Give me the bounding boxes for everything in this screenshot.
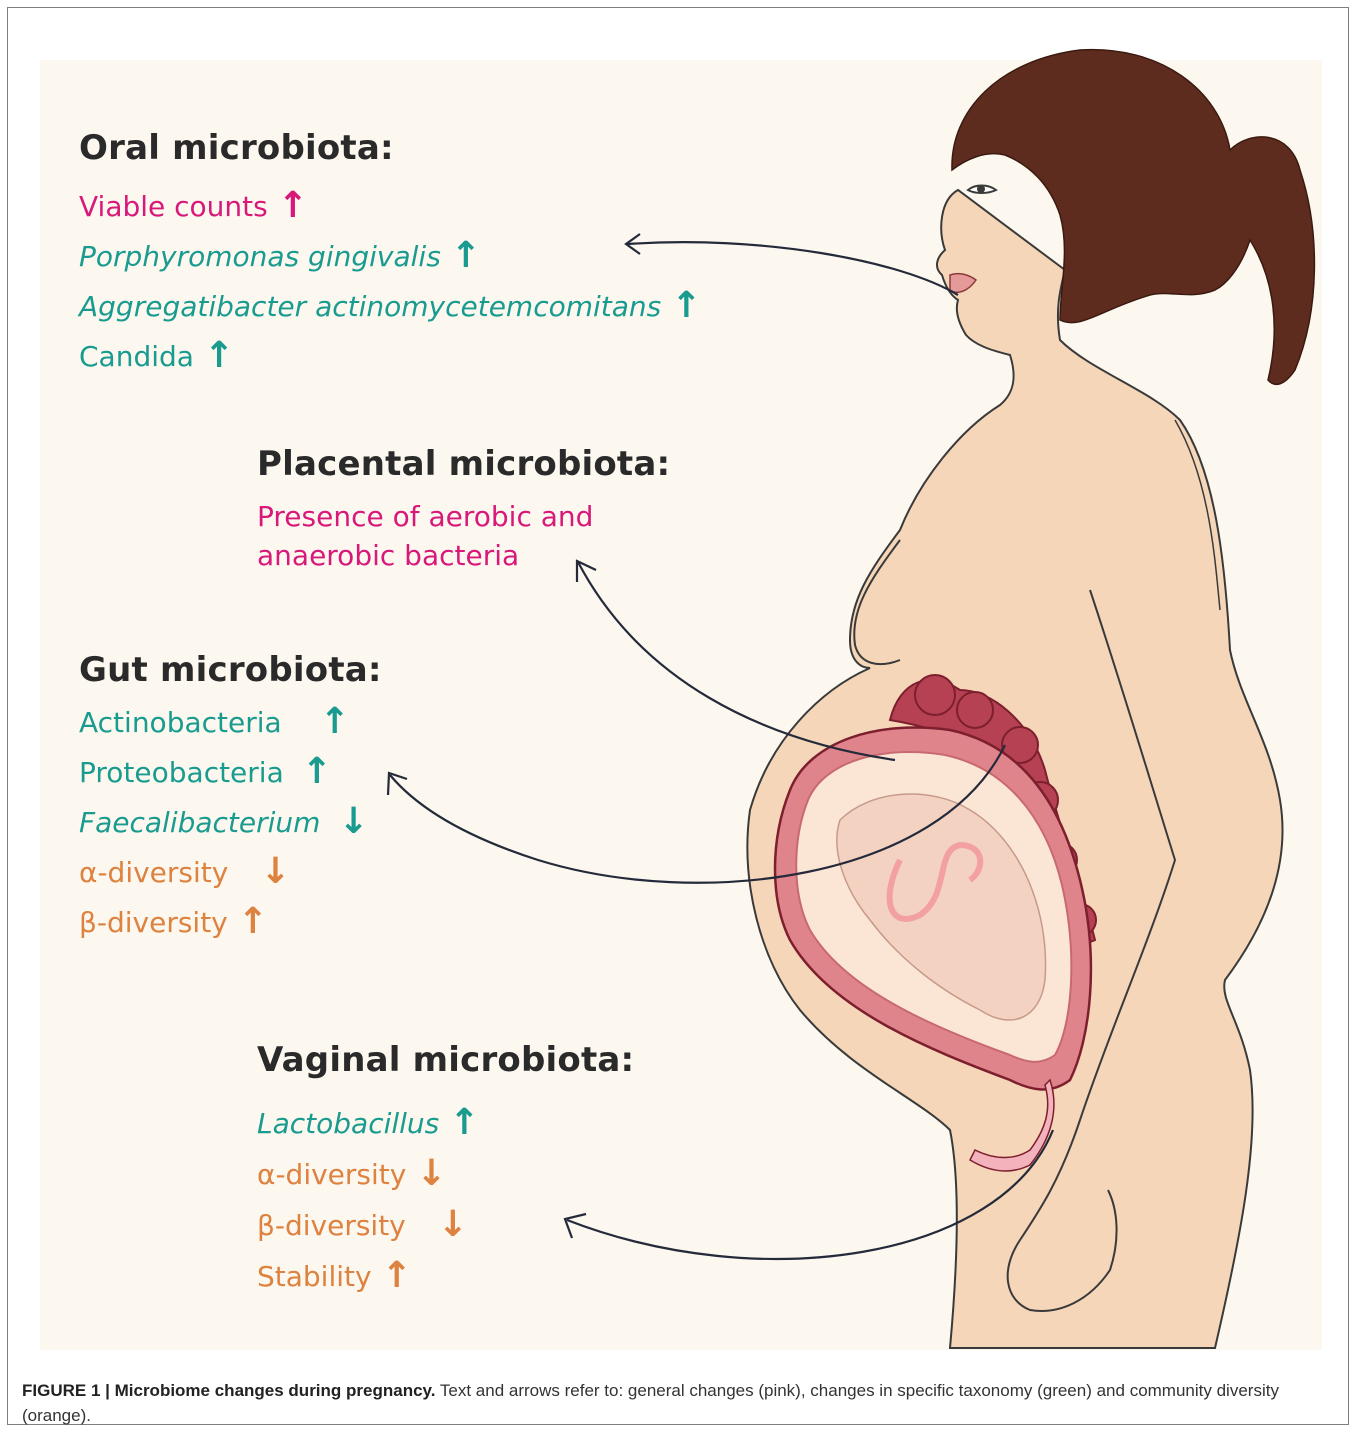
oral-heading: Oral microbiota:: [79, 128, 394, 168]
gut-item: Faecalibacterium ↓: [79, 804, 369, 840]
gut-item-label: Proteobacteria: [79, 756, 284, 789]
gut-item: Proteobacteria ↑: [79, 754, 332, 790]
vaginal-item: α-diversity ↓: [257, 1156, 447, 1192]
placental-heading: Placental microbiota:: [257, 444, 670, 484]
arrow-down-icon: ↓: [438, 1207, 468, 1243]
oral-item-label: Aggregatibacter actinomycetemcomitans: [79, 290, 661, 323]
arrow-up-icon: ↑: [451, 238, 481, 274]
arrow-up-icon: ↑: [278, 188, 308, 224]
vaginal-item: β-diversity ↓: [257, 1207, 468, 1243]
arrow-up-icon: ↑: [449, 1105, 479, 1141]
vaginal-item: Stability ↑: [257, 1258, 412, 1294]
gut-item-label: β-diversity: [79, 906, 228, 939]
vaginal-item-label: Lactobacillus: [257, 1107, 439, 1140]
arrow-down-icon: ↓: [260, 854, 290, 890]
figure-caption: FIGURE 1 | Microbiome changes during pre…: [22, 1378, 1332, 1428]
oral-item: Viable counts ↑: [79, 188, 308, 224]
caption-label: FIGURE 1 | Microbiome changes during pre…: [22, 1381, 435, 1400]
vaginal-heading: Vaginal microbiota:: [257, 1040, 634, 1080]
oral-item: Candida ↑: [79, 338, 234, 374]
oral-item-label: Porphyromonas gingivalis: [79, 240, 441, 273]
gut-item-label: Faecalibacterium: [79, 806, 320, 839]
gut-heading: Gut microbiota:: [79, 650, 382, 690]
arrow-up-icon: ↑: [382, 1258, 412, 1294]
vaginal-item-label: Stability: [257, 1260, 372, 1293]
gut-item-label: Actinobacteria: [79, 706, 282, 739]
oral-item: Porphyromonas gingivalis ↑: [79, 238, 481, 274]
gut-item: Actinobacteria ↑: [79, 704, 350, 740]
arrow-down-icon: ↓: [338, 804, 368, 840]
arrow-up-icon: ↑: [302, 754, 332, 790]
arrow-down-icon: ↓: [416, 1156, 446, 1192]
vaginal-item-label: β-diversity: [257, 1209, 406, 1242]
gut-item: α-diversity ↓: [79, 854, 291, 890]
oral-item: Aggregatibacter actinomycetemcomitans ↑: [79, 288, 701, 324]
placental-line-1: Presence of aerobic and: [257, 500, 593, 533]
vaginal-item-label: α-diversity: [257, 1158, 406, 1191]
gut-item-label: α-diversity: [79, 856, 228, 889]
oral-item-label: Viable counts: [79, 190, 268, 223]
placental-line-2: anaerobic bacteria: [257, 539, 519, 572]
arrow-up-icon: ↑: [320, 704, 350, 740]
gut-item: β-diversity ↑: [79, 904, 268, 940]
arrow-up-icon: ↑: [238, 904, 268, 940]
oral-item-label: Candida: [79, 340, 194, 373]
arrow-up-icon: ↑: [671, 288, 701, 324]
vaginal-item: Lactobacillus ↑: [257, 1105, 479, 1141]
arrow-up-icon: ↑: [204, 338, 234, 374]
